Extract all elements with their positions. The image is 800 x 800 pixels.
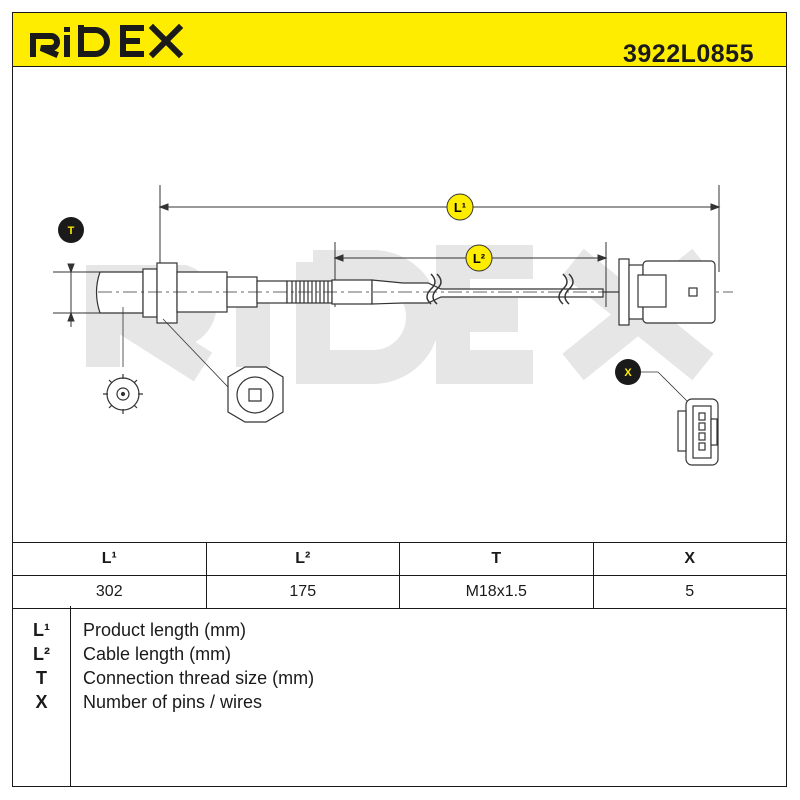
technical-drawing: L¹ L² T: [53, 185, 733, 466]
spec-header-l1: L¹: [12, 542, 207, 576]
header-bar: 3922L0855: [12, 12, 787, 68]
spec-table: L¹ L² T X 302 175 M18x1.5 5: [12, 542, 787, 609]
spec-value-l2: 175: [205, 575, 400, 609]
legend-key: X: [35, 692, 48, 712]
badge-l2: [465, 244, 493, 272]
legend-text: Number of pins / wires: [83, 692, 263, 712]
hex-nut-view: [227, 366, 284, 423]
legend-divider: [70, 606, 71, 786]
spec-header-row: L¹ L² T X: [12, 542, 787, 576]
legend-text: Cable length (mm): [83, 644, 232, 664]
spec-value-l1: 302: [12, 575, 207, 609]
spec-header-x: X: [592, 542, 787, 576]
badge-x: [615, 359, 641, 385]
badge-l2-text: L²: [473, 251, 486, 266]
plug-connector: [603, 258, 716, 326]
legend-text: Product length (mm): [83, 620, 247, 640]
connector-face-view: [677, 398, 719, 466]
dimension-l1: [158, 185, 721, 272]
spec-header-l2: L²: [205, 542, 400, 576]
legend-item: L² Cable length (mm): [13, 642, 786, 666]
spec-value-t: M18x1.5: [399, 575, 594, 609]
legend-item: L¹ Product length (mm): [13, 618, 786, 642]
badge-l1: [446, 193, 474, 221]
badge-l1-text: L¹: [454, 200, 466, 215]
cable-breaks: [426, 273, 574, 305]
legend-text: Connection thread size (mm): [83, 668, 315, 688]
legend-key: L²: [33, 644, 50, 664]
legend-item: X Number of pins / wires: [13, 690, 786, 714]
legend-item: T Connection thread size (mm): [13, 666, 786, 690]
part-number: 3922L0855: [622, 40, 754, 68]
spec-header-t: T: [399, 542, 594, 576]
spec-value-row: 302 175 M18x1.5 5: [12, 575, 787, 609]
legend-key: T: [36, 668, 47, 688]
leader-lines: [122, 307, 689, 403]
tip-end-view: [103, 374, 143, 414]
legend-key: L¹: [33, 620, 50, 640]
badge-x-text: X: [624, 367, 632, 379]
legend-panel: L¹ Product length (mm) L² Cable length (…: [12, 606, 787, 787]
spec-value-x: 5: [592, 575, 787, 609]
badge-t: [58, 217, 84, 243]
badge-t-text: T: [68, 225, 75, 237]
ridex-logo: [30, 23, 184, 59]
